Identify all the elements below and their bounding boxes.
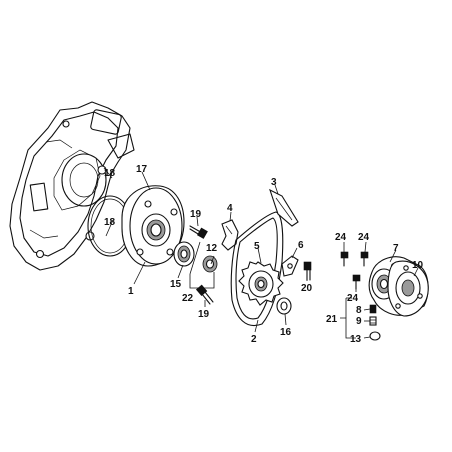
callouts: 1 2 3 4 5 6 7 8 9 10 12 13 15 16 17 18 1…: [104, 164, 424, 345]
pump-cover: [387, 260, 429, 317]
callout-24-right: 24: [358, 232, 370, 243]
callout-16: 16: [280, 327, 292, 338]
chain-guide-plate: [269, 188, 299, 227]
bracket: [281, 255, 299, 277]
callout-13: 13: [350, 334, 362, 345]
callout-18-upper: 18: [104, 168, 116, 179]
bolt-upper: [189, 225, 208, 239]
callout-19-lower: 19: [198, 309, 210, 320]
callout-6: 6: [298, 240, 304, 251]
callout-24-left: 24: [335, 232, 347, 243]
callout-9: 9: [356, 316, 362, 327]
crankcase-housing: [9, 101, 135, 271]
leader-lines: [103, 167, 419, 339]
callout-21: 21: [326, 314, 338, 325]
callout-17: 17: [136, 164, 148, 175]
callout-2: 2: [251, 334, 257, 345]
callout-10: 10: [412, 260, 424, 271]
callout-15: 15: [170, 279, 182, 290]
bolt-20: [303, 261, 312, 281]
callout-5: 5: [254, 241, 260, 252]
callout-4: 4: [227, 203, 233, 214]
bolts-24: [340, 251, 369, 290]
oil-pump-body: [121, 185, 185, 267]
callout-1: 1: [128, 286, 134, 297]
callout-24-middle: 24: [347, 293, 359, 304]
chain-guide: [221, 219, 239, 251]
callout-7: 7: [393, 243, 399, 254]
callout-22: 22: [182, 293, 194, 304]
washer: [276, 297, 292, 315]
callout-19-upper: 19: [190, 209, 202, 220]
collar: [202, 255, 218, 273]
callout-12: 12: [206, 243, 218, 254]
oil-seal: [173, 241, 195, 267]
callout-8: 8: [356, 305, 362, 316]
pump-sprocket: [238, 261, 284, 306]
callout-3: 3: [271, 177, 277, 188]
callout-20: 20: [301, 283, 313, 294]
callout-18-lower: 18: [104, 217, 116, 228]
relief-valve-parts: [369, 304, 381, 341]
